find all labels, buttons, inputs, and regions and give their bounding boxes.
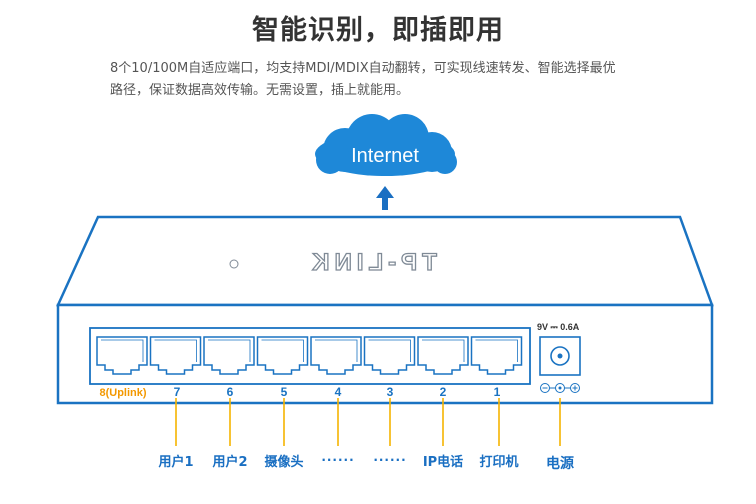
port-number-5: 4 [335,385,342,399]
device-label-5: ······ [373,453,406,467]
port-number-1: 8(Uplink) [99,387,146,399]
device-label-1: 用户1 [157,454,193,470]
device-label-7: 打印机 [479,454,518,470]
power-spec: 9V ⎓ 0.6A [537,322,580,332]
port-number-3: 6 [227,385,234,399]
tp-link-logo: TP-LINK [229,248,437,277]
ethernet-port-8: 1 [470,336,523,399]
ethernet-port-3: 6 [203,336,255,399]
port-number-2: 7 [174,385,181,399]
device-labels: 用户1 用户2 摄像头 ······ ······ IP电话打印机 [157,453,518,470]
ethernet-port-6: 3 [363,336,416,399]
ethernet-port-4: 5 [256,336,309,399]
device-label-6: IP电话 [423,454,463,470]
ethernet-port-7: 2 [417,336,469,399]
ethernet-ports: 8(Uplink) 7 6 5 4 3 2 1 [96,336,523,399]
power-jack-icon [539,336,581,376]
ethernet-port-2: 7 [149,336,202,399]
polarity-icon [540,383,580,393]
port-number-8: 1 [494,385,501,399]
internet-cloud: Internet [315,114,457,176]
ethernet-port-5: 4 [310,336,362,399]
ethernet-port-1: 8(Uplink) [96,336,148,399]
port-number-6: 3 [387,385,394,399]
port-number-4: 5 [281,385,288,399]
device-label-3: 摄像头 [264,454,303,470]
port-number-7: 2 [440,385,447,399]
port-connectors [175,398,500,446]
description-line-2: 路径，保证数据高效传输。无需设置，插上就能用。 [110,83,410,98]
device-label-2: 用户2 [211,454,247,470]
page-title: 智能识别，即插即用 [252,15,504,46]
description: 8个10/100M自适应端口，均支持MDI/MDIX自动翻转，可实现线速转发、智… [110,58,670,102]
description-line-1: 8个10/100M自适应端口，均支持MDI/MDIX自动翻转，可实现线速转发、智… [110,61,616,76]
uplink-arrow-icon [376,186,394,210]
svg-text:TP-LINK: TP-LINK [307,249,437,276]
device-label-4: ······ [321,453,354,467]
internet-label: Internet [351,145,419,167]
power-label: 电源 [546,455,574,472]
